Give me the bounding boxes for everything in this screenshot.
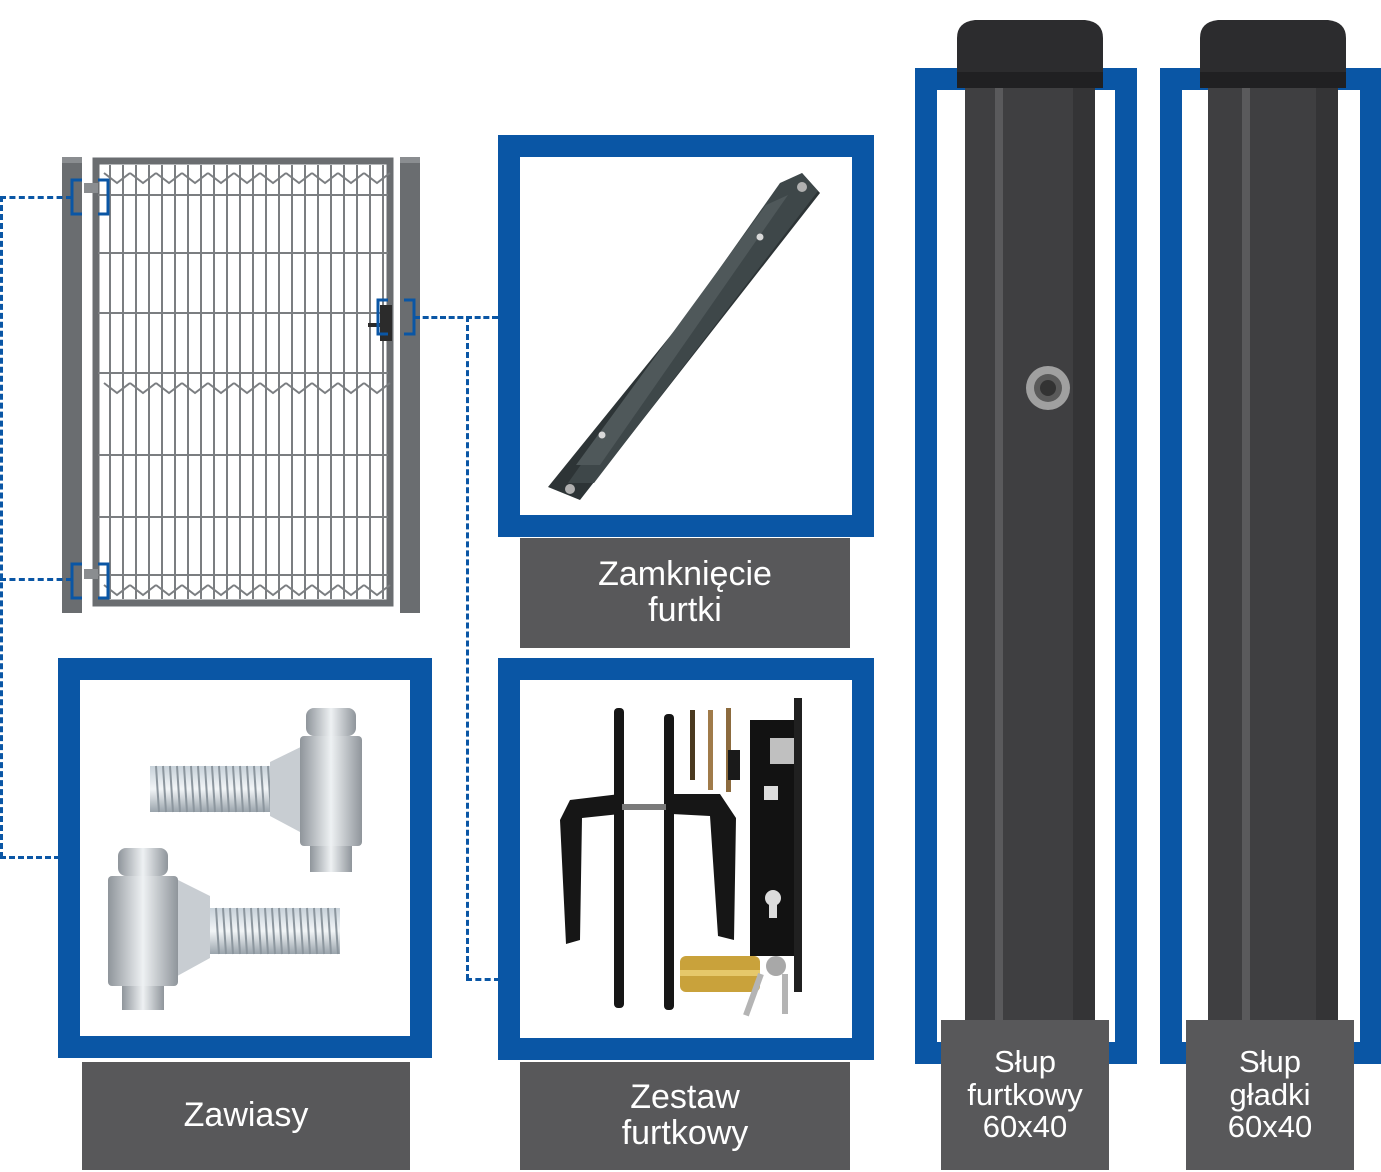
connector-line — [0, 856, 60, 859]
gate-post-label-line3: 60x40 — [982, 1109, 1068, 1145]
kit-label: Zestaw furtkowy — [520, 1062, 850, 1170]
gate-illustration — [62, 157, 420, 613]
gate-post-label-line1: Słup — [993, 1044, 1057, 1080]
connector-line — [0, 196, 3, 858]
plain-post-label: Słup gładki 60x40 — [1186, 1020, 1354, 1170]
kit-frame — [498, 658, 874, 1060]
post-cap-icon — [1200, 20, 1346, 88]
connector-line — [0, 196, 72, 199]
gate-post-label: Słup furtkowy 60x40 — [941, 1020, 1109, 1170]
post-icon — [1200, 20, 1346, 1028]
kit-label-line1: Zestaw — [630, 1078, 740, 1117]
connector-line — [466, 316, 469, 980]
connector-line — [0, 578, 72, 581]
closure-label: Zamknięcie furtki — [520, 538, 850, 648]
hinge-highlight-top — [70, 178, 110, 216]
closure-label-line1: Zamknięcie — [598, 555, 772, 594]
plain-post-label-line3: 60x40 — [1227, 1109, 1313, 1145]
lock-kit-icon — [560, 698, 802, 1017]
plain-post-label-line2: gładki — [1229, 1076, 1311, 1112]
closure-bracket-icon — [548, 173, 820, 500]
kit-label-line2: furtkowy — [621, 1114, 749, 1152]
connector-line — [414, 316, 498, 319]
plain-post-label-line1: Słup — [1238, 1044, 1302, 1080]
post-cap-icon — [957, 20, 1103, 88]
post-icon — [957, 20, 1103, 1028]
closure-label-line2: furtki — [648, 591, 722, 629]
hinge-highlight-bottom — [70, 562, 110, 600]
hinges-label: Zawiasy — [82, 1062, 410, 1170]
hinges-label-text: Zawiasy — [183, 1096, 309, 1135]
gate-post-label-line2: furtkowy — [967, 1076, 1083, 1112]
lock-highlight — [376, 298, 416, 336]
hinge-icon — [108, 708, 362, 1010]
connector-line — [466, 978, 500, 981]
